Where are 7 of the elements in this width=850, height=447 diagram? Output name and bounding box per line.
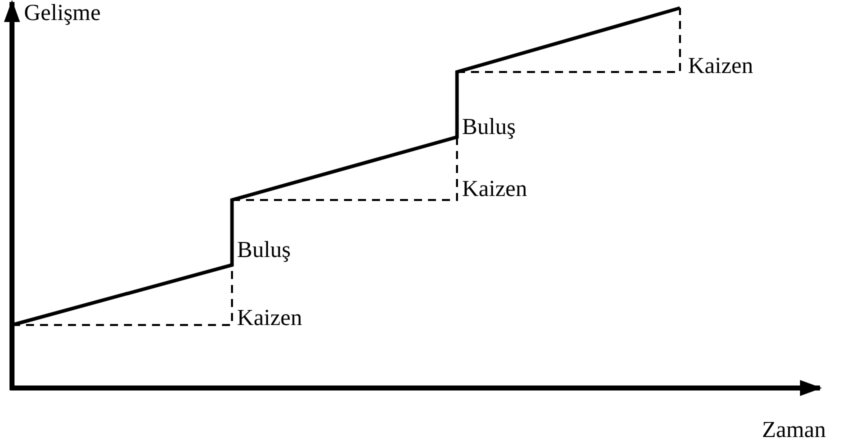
curve-label: Kaizen: [688, 53, 754, 79]
axis-label: Zaman: [762, 417, 826, 443]
curve-label: Kaizen: [462, 176, 528, 202]
curve-label: Kaizen: [237, 305, 302, 331]
curve-label: Buluş: [237, 237, 291, 263]
axis-label: Gelişme: [24, 0, 101, 26]
curve-label: Buluş: [462, 114, 516, 140]
